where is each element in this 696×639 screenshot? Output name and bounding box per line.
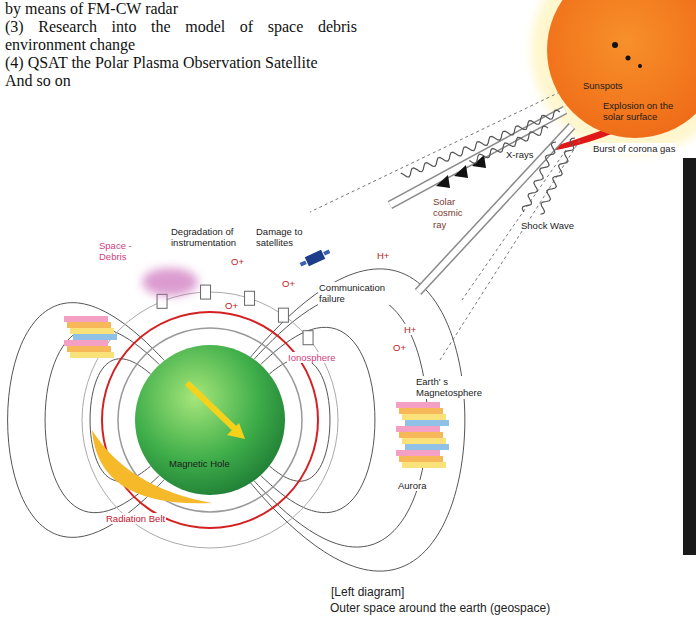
node-label: Magnetic Hole [169, 458, 230, 469]
satellite [303, 331, 313, 345]
earth-outline [135, 345, 285, 495]
aurora-curtain [64, 316, 117, 358]
diagram-label: Aurora [397, 480, 428, 491]
aurora-band [399, 408, 443, 414]
magnetosphere-field-lines [8, 269, 465, 571]
aurora-band [396, 450, 440, 456]
illustration-part [440, 140, 580, 360]
aurora-band [64, 316, 108, 322]
cosmic-ray-beams [390, 110, 572, 292]
wave-line [469, 126, 548, 163]
aurora-band [405, 444, 449, 450]
earth-globe: Magnetic Hole [135, 345, 285, 495]
node-label: Sunspots [583, 80, 623, 91]
diagram-label: Shock Wave [520, 220, 575, 231]
diagram-label: Space - Debris [98, 240, 142, 263]
diagram-label: Damage to satellites [255, 226, 307, 249]
satellite [157, 294, 167, 308]
dashed-rays [310, 92, 580, 360]
diagram-label: H+ [403, 324, 417, 335]
illustration-part [323, 249, 330, 255]
diagram-label: H+ [376, 250, 390, 261]
diagram-label: O+ [392, 342, 407, 353]
sun-surface [547, 0, 696, 138]
diagram-label: O+ [281, 278, 296, 289]
satellite [278, 308, 288, 322]
aurora-band [402, 462, 446, 468]
caption-heading: [Left diagram] [330, 585, 405, 599]
aurora-band [399, 432, 443, 438]
orbit-rings [82, 292, 338, 548]
diagram-label: Earth' s Magnetosphere [415, 376, 493, 399]
sunspot [612, 42, 618, 48]
body-text: (4) QSAT the Polar Plasma Observation Sa… [5, 54, 357, 72]
body-text: (3) Research into the model of space deb… [5, 18, 357, 54]
illustration-part [300, 260, 307, 266]
sunspot [626, 56, 631, 61]
caption: Outer space around the earth (geospace) [330, 601, 550, 617]
diagram-label: Burst of corona gas [592, 143, 676, 154]
satellite [201, 285, 211, 299]
photo-edge [683, 158, 696, 555]
aurora-band [399, 456, 443, 462]
diagram-label: Communication failure [318, 282, 390, 305]
aurora-band [405, 420, 449, 426]
illustration-part [102, 312, 318, 528]
diagram-label: X-rays [505, 149, 534, 160]
aurora-band [64, 340, 108, 346]
aurora-band [73, 334, 117, 340]
sun-halo [531, 0, 696, 154]
aurora-band [67, 322, 111, 328]
diagram-label: Degradation of instrumentation [170, 226, 248, 249]
illustration-part [454, 165, 468, 178]
illustration-part [436, 175, 450, 188]
aurora-band [67, 346, 111, 352]
wave-line [401, 110, 560, 177]
arrow-head [227, 423, 245, 439]
illustration-part [418, 126, 572, 292]
body-text: And so on [5, 72, 357, 90]
illustration-part [305, 250, 326, 267]
aurora-band [402, 438, 446, 444]
diagram-label: O+ [230, 256, 245, 267]
space-debris-cloud [142, 268, 198, 296]
node-label: Explosion on the solar surface [603, 100, 677, 123]
diagram-label: Radiation Belt [105, 513, 166, 524]
magnetic-axis-arrow [187, 383, 235, 429]
wave-line [540, 138, 575, 214]
aurora-band [396, 402, 440, 408]
aurora-band [70, 328, 114, 334]
body-text: by means of FM-CW radar [5, 0, 357, 18]
text-column: by means of FM-CW radar(3) Research into… [5, 0, 357, 90]
earth-surface [135, 345, 285, 495]
illustration-part [310, 92, 560, 212]
damaged-satellite [298, 247, 331, 270]
aurora-curtain [396, 402, 449, 468]
aurora-band [70, 352, 114, 358]
illustration-part [418, 126, 572, 292]
sun-disc: SunspotsExplosion on the solar surface [547, 0, 696, 138]
illustration-part [82, 292, 338, 548]
diagram-label: Ionosphere [287, 352, 337, 363]
illustration-part [472, 155, 486, 168]
satellite [245, 291, 255, 305]
aurora-band [396, 426, 440, 432]
diagram-label: Solar cosmic ray [432, 196, 470, 230]
aurora-band [402, 414, 446, 420]
diagram-label: O+ [224, 300, 239, 311]
sunspot [638, 64, 642, 68]
wave-lines [401, 110, 575, 214]
